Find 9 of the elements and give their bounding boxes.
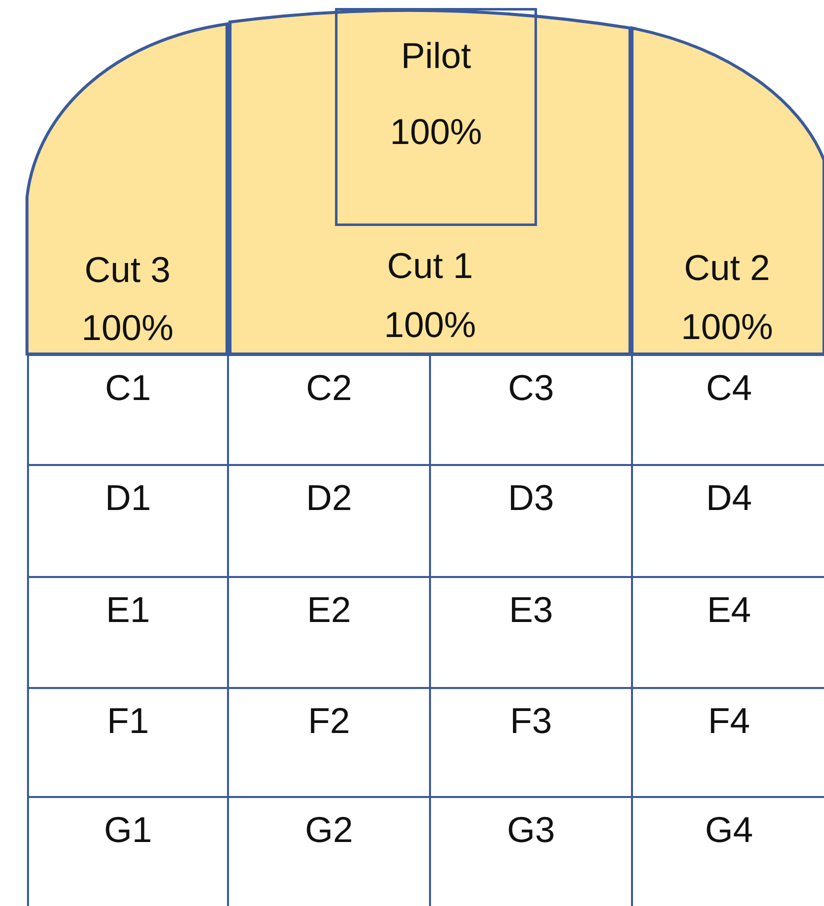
section-label: Cut 1 <box>386 246 474 286</box>
percentage-label: 100% <box>80 308 175 348</box>
section-label: Cut 3 <box>83 250 172 290</box>
section-label: Pilot <box>400 36 472 76</box>
percentage-label: 100% <box>388 112 484 152</box>
percentage-label: 100% <box>680 307 774 347</box>
table-cell: C1 <box>27 354 229 466</box>
section-label: Cut 2 <box>682 248 772 288</box>
percentage-label: 100% <box>382 305 478 345</box>
